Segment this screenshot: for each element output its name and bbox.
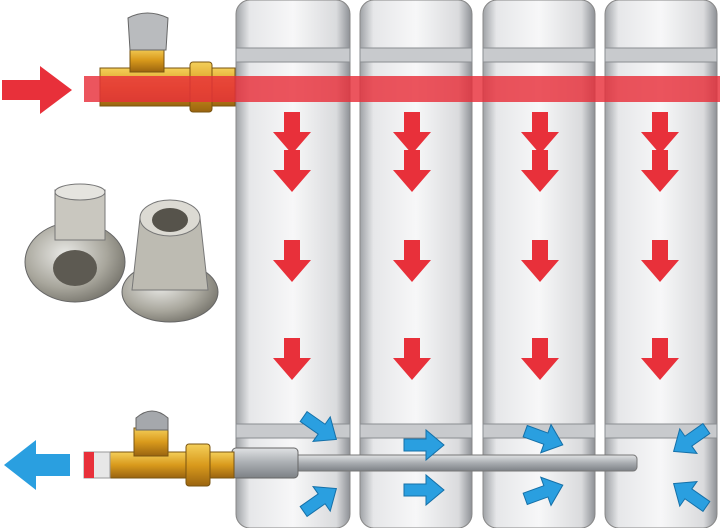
- red-arrow-down-icon: [393, 240, 431, 282]
- red-arrow-down-icon: [273, 240, 311, 282]
- red-arrow-down-icon: [641, 338, 679, 380]
- hot-water-band: [84, 76, 720, 102]
- red-arrow-down-icon: [273, 338, 311, 380]
- red-arrow-down-icon: [273, 112, 311, 154]
- red-arrow-down-icon: [393, 112, 431, 154]
- blue-arrow-left-icon: [4, 440, 70, 490]
- red-arrow-down-icon: [521, 150, 559, 192]
- flow-arrows: [273, 112, 711, 518]
- red-arrow-right-icon: [2, 66, 72, 114]
- bottom-valve: [83, 410, 235, 487]
- blue-arrow-icon: [672, 480, 711, 513]
- blue-arrow-icon: [522, 423, 564, 454]
- red-arrow-down-icon: [521, 112, 559, 154]
- blue-arrow-icon: [299, 485, 338, 518]
- red-arrow-down-icon: [393, 338, 431, 380]
- red-arrow-down-icon: [641, 240, 679, 282]
- red-arrow-down-icon: [521, 338, 559, 380]
- blue-arrow-icon: [403, 473, 445, 507]
- blue-arrow-icon: [522, 476, 564, 507]
- blue-arrow-icon: [299, 410, 338, 443]
- red-arrow-down-icon: [521, 240, 559, 282]
- blue-arrow-icon: [672, 422, 711, 455]
- radiator-fittings-photo: [24, 183, 219, 323]
- red-arrow-down-icon: [641, 112, 679, 154]
- red-arrow-down-icon: [641, 150, 679, 192]
- red-arrow-down-icon: [273, 150, 311, 192]
- blue-arrow-icon: [403, 428, 445, 462]
- red-arrow-down-icon: [393, 150, 431, 192]
